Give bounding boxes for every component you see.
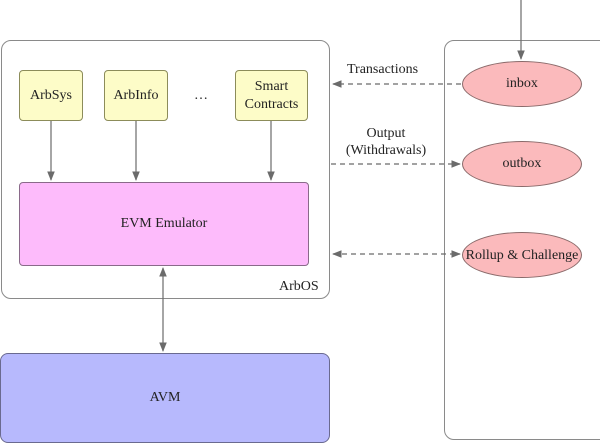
arbinfo-label: ArbInfo [113,87,159,103]
arrows-layer [47,0,525,352]
inbox-label: inbox [506,76,538,91]
smart-contracts-node: Smart Contracts [235,70,308,121]
arbsys-label: ArbSys [29,87,72,103]
more-modules-ellipsis: … [194,88,208,103]
inbox-node: inbox [462,61,582,107]
arbinfo-node: ArbInfo [104,70,168,121]
evm-emulator-node: EVM Emulator [19,182,309,266]
outbox-label: outbox [502,156,542,171]
outbox-node: outbox [462,141,582,187]
arbos-label: ArbOS [279,279,319,294]
smart-contracts-label: Smart Contracts [244,78,299,112]
evm-emulator-label: EVM Emulator [120,216,208,231]
rollup-challenge-node: Rollup & Challenge [462,232,582,278]
output-edge-label: Output (Withdrawals) [345,126,427,158]
arbsys-node: ArbSys [19,70,83,121]
avm-label: AVM [149,390,181,405]
rollup-challenge-label: Rollup & Challenge [465,247,579,263]
transactions-edge-label: Transactions [347,62,419,77]
